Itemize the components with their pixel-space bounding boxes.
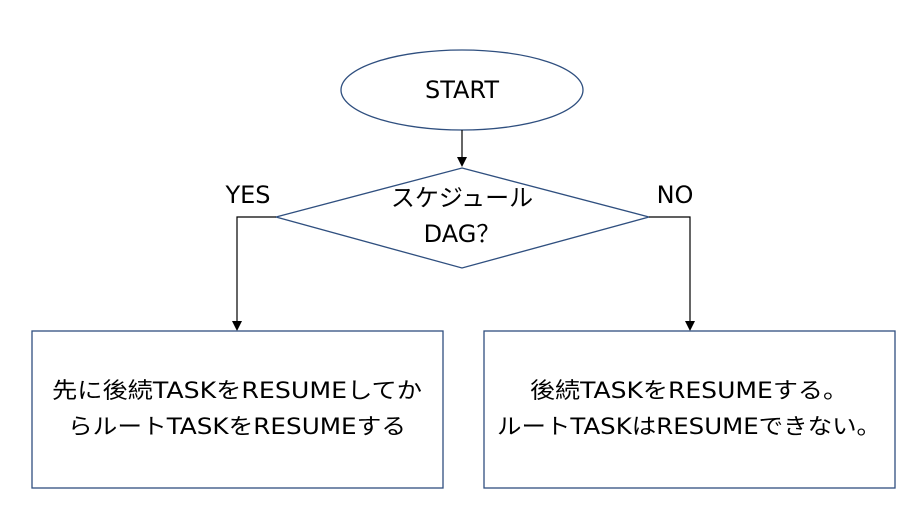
no-result-box [483, 330, 896, 489]
no-result-line-2: ルートTASKはRESUMEできない。 [497, 415, 881, 440]
yes-label: YES [224, 181, 270, 209]
no-label: NO [657, 181, 694, 209]
decision-diamond [273, 167, 652, 269]
decision-label-line-1: スケジュール [391, 184, 533, 212]
yes-result-line-2: らルートTASKをRESUMEする [68, 415, 406, 440]
yes-branch: YES [224, 181, 276, 331]
yes-connector [232, 216, 276, 331]
start-label: START [425, 76, 499, 104]
yes-result-node: 先に後続TASKをRESUMEしてか らルートTASKをRESUMEする [31, 330, 444, 489]
no-connector [649, 216, 695, 331]
no-branch: NO [649, 181, 695, 331]
decision-label-line-2: DAG？ [424, 220, 501, 248]
yes-result-line-1: 先に後続TASKをRESUMEしてか [52, 379, 422, 404]
start-node: START [340, 49, 584, 131]
decision-node: スケジュール DAG？ [273, 167, 652, 269]
yes-result-box [31, 330, 444, 489]
no-result-line-1: 後続TASKをRESUMEする。 [530, 379, 848, 404]
no-result-node: 後続TASKをRESUMEする。 ルートTASKはRESUMEできない。 [483, 330, 896, 489]
